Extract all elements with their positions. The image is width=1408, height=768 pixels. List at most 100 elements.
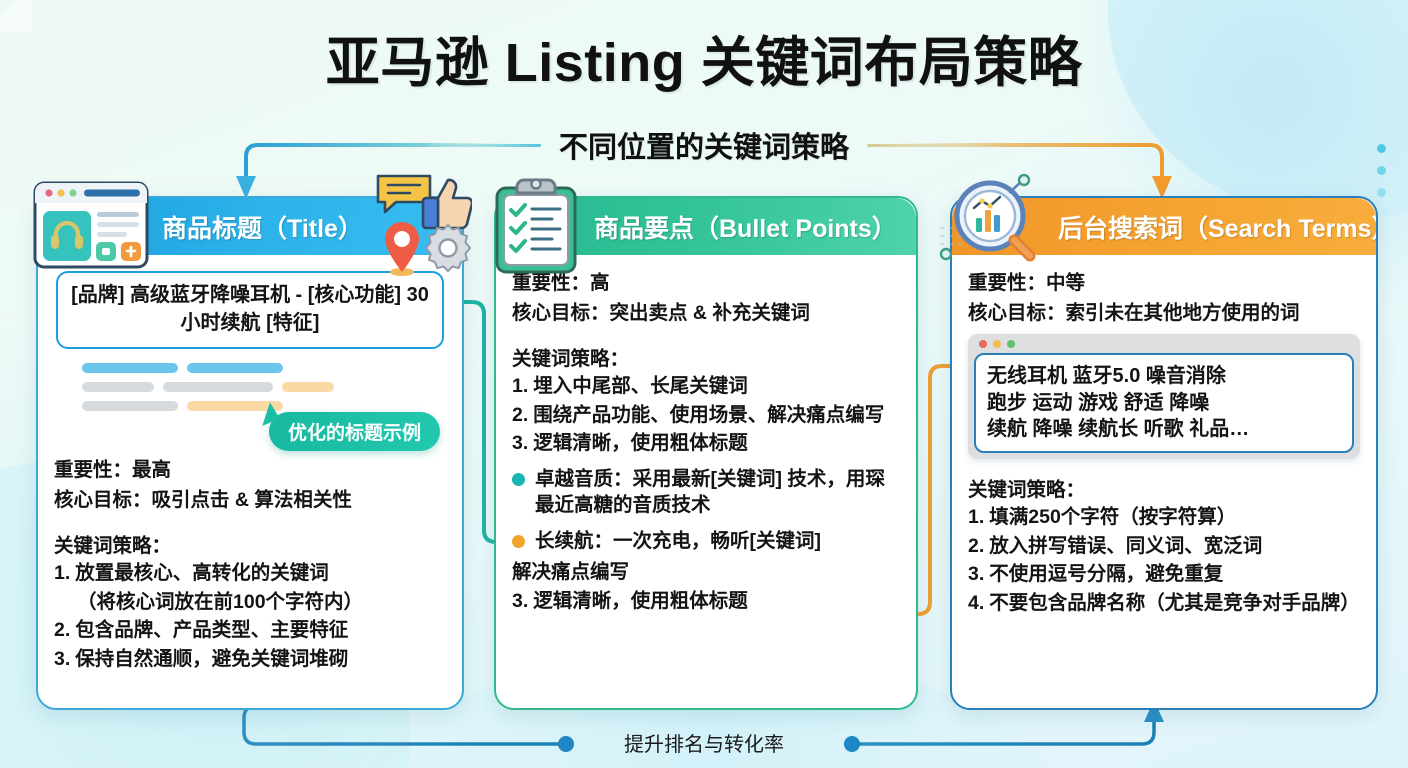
bullet-examples: 卓越音质：采用最新[关键词] 技术，用琛最近高糖的音质技术 长续航：一次充电，畅…	[512, 466, 900, 555]
optimized-title-badge: 优化的标题示例	[268, 412, 440, 452]
bullets-strategy-list: 1.埋入中尾部、长尾关键词 2.围绕产品功能、使用场景、解决痛点编写 3.逻辑清…	[512, 373, 900, 457]
importance-label: 重要性：	[54, 459, 133, 482]
subtitle-rule-left	[412, 143, 541, 147]
list-number: 3.	[512, 432, 529, 455]
search-importance-row: 重要性：中等	[968, 269, 1360, 299]
keyword-text-box: 无线耳机 蓝牙5.0 噪音消除 跑步 运动 游戏 舒适 降噪 续航 降噪 续航长…	[974, 353, 1354, 454]
list-text: 解决痛点编写	[512, 561, 630, 584]
window-close-dot-icon[interactable]	[979, 339, 987, 348]
list-item: 解决痛点编写	[512, 559, 900, 586]
list-item: 1.放置最核心、高转化的关键词	[54, 560, 446, 587]
list-item: 卓越音质：采用最新[关键词] 技术，用琛最近高糖的音质技术	[512, 466, 900, 519]
goal-label: 核心目标：	[968, 301, 1066, 324]
card-bullet-points[interactable]: 商品要点（Bullet Points） 重要性：高 核心目标：突出卖点 & 补充…	[494, 178, 918, 710]
list-number: 3.	[512, 589, 529, 612]
list-text: 放置最核心、高转化的关键词	[75, 562, 329, 585]
bullet-dot-icon	[512, 534, 525, 548]
browser-window-headphones-icon	[33, 181, 149, 269]
footer-label: 提升排名与转化率	[624, 734, 784, 756]
card-title-label: 商品要点（Bullet Points）	[594, 214, 897, 243]
clipboard-checklist-icon	[495, 178, 577, 274]
list-item: 2.放入拼写错误、同义词、宽泛词	[968, 533, 1360, 560]
location-pin-icon	[385, 222, 419, 276]
gear-icon	[424, 223, 472, 273]
title-goal-row: 核心目标：吸引点击 & 算法相关性	[54, 486, 446, 516]
magnifier-chart-icon	[939, 174, 1036, 262]
list-item: 3.逻辑清晰，使用粗体标题	[512, 588, 900, 615]
window-title-bar	[968, 334, 1360, 353]
window-minimize-dot-icon[interactable]	[993, 339, 1001, 348]
bullet-dot-icon	[512, 472, 525, 486]
importance-label: 重要性：	[968, 272, 1047, 294]
list-text: 不要包含品牌名称（尤其是竞争对手品牌）	[989, 591, 1360, 614]
list-text: 逻辑清晰，使用粗体标题	[533, 432, 748, 455]
list-item: （将核心词放在前100个字符内）	[54, 589, 446, 616]
title-skeleton-lines	[82, 363, 446, 412]
search-strategy-list: 1.填满250个字符（按字符算） 2.放入拼写错误、同义词、宽泛词 3.不使用逗…	[968, 504, 1360, 616]
list-item: 2.围绕产品功能、使用场景、解决痛点编写	[512, 402, 900, 429]
list-item: 2.包含品牌、产品类型、主要特征	[54, 617, 446, 644]
bullets-strategy-tail: 解决痛点编写 3.逻辑清晰，使用粗体标题	[512, 559, 900, 614]
keyword-window: 无线耳机 蓝牙5.0 噪音消除 跑步 运动 游戏 舒适 降噪 续航 降噪 续航长…	[968, 334, 1360, 460]
list-item: 长续航：一次充电，畅听[关键词]	[512, 528, 900, 555]
bullets-strategy-label: 关键词策略：	[512, 348, 630, 371]
bullets-importance-row: 重要性：高	[512, 269, 900, 299]
list-text: 保持自然通顺，避免关键词堆砌	[75, 647, 349, 670]
list-item: 1.埋入中尾部、长尾关键词	[512, 373, 900, 400]
title-importance-row: 重要性：最高	[54, 456, 446, 486]
list-item: 3.不使用逗号分隔，避免重复	[968, 561, 1360, 588]
importance-value: 高	[590, 272, 610, 294]
thumbs-up-icon	[421, 178, 472, 230]
search-strategy-label: 关键词策略：	[968, 479, 1086, 502]
list-number: 1.	[54, 562, 71, 585]
search-goal-row: 核心目标：索引未在其他地方使用的词	[968, 299, 1360, 329]
list-number: 4.	[968, 591, 985, 614]
list-number: 3.	[968, 563, 985, 586]
importance-value: 最高	[132, 459, 172, 482]
bullet-text: 长续航：一次充电，畅听[关键词]	[535, 529, 821, 552]
list-number: 2.	[54, 619, 71, 642]
keyword-line: 续航 降噪 续航长 听歌 礼品…	[987, 418, 1250, 441]
list-text: 包含品牌、产品类型、主要特征	[75, 619, 349, 642]
list-text: （将核心词放在前100个字符内）	[77, 590, 364, 613]
list-number: 2.	[968, 534, 985, 557]
importance-label: 重要性：	[512, 272, 591, 294]
list-item: 1.填满250个字符（按字符算）	[968, 504, 1360, 531]
page-title: 亚马逊 Listing 关键词布局策略	[325, 33, 1083, 93]
edge-dot	[1377, 188, 1386, 197]
chat-bubble-icon	[376, 174, 432, 214]
card-title-label: 商品标题（Title）	[162, 214, 363, 243]
page-subtitle: 不同位置的关键词策略	[558, 132, 849, 164]
goal-value: 索引未在其他地方使用的词	[1065, 301, 1300, 324]
keyword-line: 无线耳机 蓝牙5.0 噪音消除	[987, 365, 1226, 388]
edge-dot	[1377, 144, 1386, 153]
list-text: 埋入中尾部、长尾关键词	[533, 375, 748, 398]
footer-caption: 提升排名与转化率	[0, 728, 1408, 757]
card-search-terms[interactable]: 后台搜索词（Search Terms） 重要性：中等 核心目标：索引未在其他地方…	[939, 174, 1378, 710]
list-number: 2.	[512, 403, 529, 426]
window-maximize-dot-icon[interactable]	[1007, 339, 1015, 348]
bullet-text: 卓越音质：采用最新[关键词] 技术，用琛最近高糖的音质技术	[535, 467, 885, 517]
list-number: 1.	[512, 375, 529, 398]
subtitle-row: 不同位置的关键词策略	[0, 124, 1408, 166]
list-number: 3.	[54, 647, 71, 670]
goal-value: 吸引点击 & 算法相关性	[151, 488, 352, 511]
goal-label: 核心目标：	[512, 301, 610, 324]
goal-value: 突出卖点 & 补充关键词	[609, 301, 810, 324]
importance-value: 中等	[1046, 272, 1086, 294]
list-text: 围绕产品功能、使用场景、解决痛点编写	[533, 403, 885, 426]
list-item: 3.逻辑清晰，使用粗体标题	[512, 430, 900, 457]
card-product-title[interactable]: 商品标题（Title） [品牌] 高级蓝牙降噪耳机 - [核心功能] 30小时续…	[33, 174, 472, 710]
list-text: 不使用逗号分隔，避免重复	[989, 563, 1224, 586]
card-title-label: 后台搜索词（Search Terms）	[1058, 214, 1376, 243]
list-text: 填满250个字符（按字符算）	[989, 506, 1237, 529]
keyword-line: 跑步 运动 游戏 舒适 降噪	[987, 391, 1210, 414]
edge-dots-decoration	[1377, 144, 1386, 197]
goal-label: 核心目标：	[54, 488, 152, 511]
title-strategy-label: 关键词策略：	[54, 535, 172, 558]
list-text: 放入拼写错误、同义词、宽泛词	[989, 534, 1263, 557]
list-item: 4.不要包含品牌名称（尤其是竞争对手品牌）	[968, 590, 1360, 617]
subtitle-rule-right	[867, 143, 995, 147]
bullets-goal-row: 核心目标：突出卖点 & 补充关键词	[512, 299, 900, 329]
